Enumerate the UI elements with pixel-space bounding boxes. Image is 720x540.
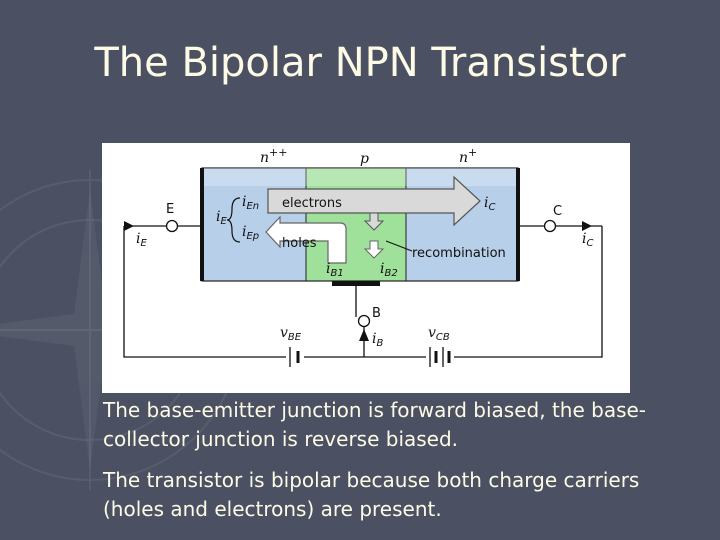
collector-contact [516,168,520,281]
current-ib-label: iB [372,331,383,349]
current-ic-inner-label: iC [484,195,495,213]
electrons-label: electrons [282,196,342,211]
emitter-circuit-wire [123,226,288,358]
base-current-arrow [359,329,369,341]
bias-explanation-text: The base-emitter junction is forward bia… [103,398,647,451]
base-terminal [357,314,371,328]
emitter-current-arrow [124,221,134,231]
current-ie-inner-label: iE [216,209,227,227]
current-ib2-label: iB2 [380,261,398,279]
collector-circuit-wire [452,226,603,358]
recombination-arrow-top [363,212,385,231]
npn-transistor-diagram: n++ p n+ electrons holes recombination i… [102,143,630,393]
electron-flow-arrow [267,175,481,227]
collector-terminal-label: C [553,204,562,219]
emitter-terminal-label: E [166,202,174,217]
hole-flow-arrow [265,215,347,264]
collector-terminal [543,219,557,233]
collector-doping-label: n+ [459,146,477,166]
base-doping-label: p [360,151,369,167]
emitter-doping-label: n++ [260,146,287,166]
emitter-terminal [165,219,179,233]
base-contact [332,281,380,286]
current-ib1-label: iB1 [326,261,344,279]
emitter-contact [200,168,204,281]
recombination-arrow-bottom [363,240,385,259]
ie-brace [226,197,241,243]
collector-current-arrow [582,221,592,231]
bipolar-explanation-text: The transistor is bipolar because both c… [103,468,640,521]
battery-vcb [426,343,454,371]
current-ien-label: iEn [242,194,259,212]
battery-vbe [286,343,304,371]
recombination-label: recombination [412,246,506,261]
current-ic-label: iC [582,231,593,249]
slide-title: The Bipolar NPN Transistor [94,40,626,86]
holes-label: holes [282,236,317,251]
voltage-vbe-label: vBE [280,325,302,343]
voltage-vcb-label: vCB [428,325,450,343]
current-iep-label: iEp [242,224,259,242]
base-terminal-label: B [372,306,381,321]
current-ie-label: iE [136,231,147,249]
recombination-pointer [385,240,413,252]
